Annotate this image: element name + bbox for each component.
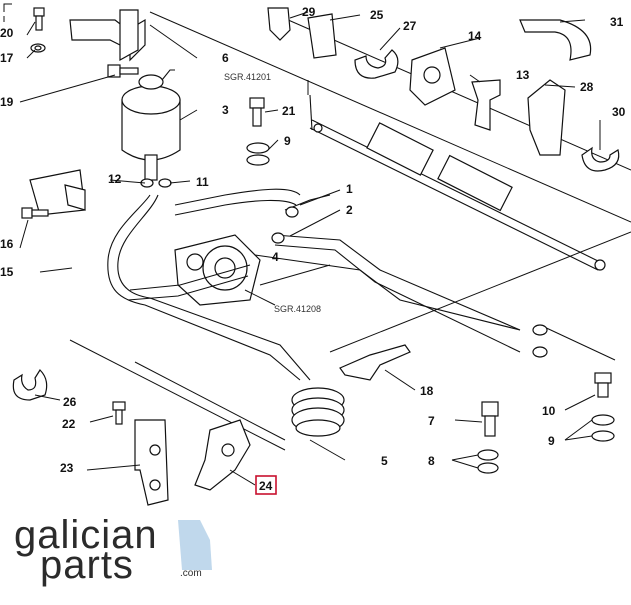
bracket-23 xyxy=(134,419,169,506)
callout-2: 2 xyxy=(346,203,353,217)
washers-8 xyxy=(477,449,499,474)
callout-19: 19 xyxy=(0,95,14,109)
callout-12: 12 xyxy=(108,172,122,186)
callout-3: 3 xyxy=(222,103,229,117)
callout-8: 8 xyxy=(428,454,435,468)
banjo-bolt-7 xyxy=(481,401,499,437)
fitting-10 xyxy=(594,372,612,398)
pipe-end-fittings xyxy=(532,324,548,358)
cooler-coil-5 xyxy=(291,387,345,437)
reference-sgr-41208: SGR.41208 xyxy=(274,304,321,314)
callout-15: 15 xyxy=(0,265,14,279)
washer-17 xyxy=(30,43,46,53)
callout-11: 11 xyxy=(196,175,209,189)
bolt-22 xyxy=(112,401,126,425)
clip-25 xyxy=(307,13,337,59)
pump-assembly xyxy=(174,234,261,306)
logo-line-1: galician xyxy=(14,513,158,557)
clip-27 xyxy=(354,49,399,79)
hose-1 xyxy=(284,194,331,218)
callout-29: 29 xyxy=(302,5,316,19)
washer-9-right xyxy=(591,414,615,442)
callout-31: 31 xyxy=(610,15,624,29)
callout-23: 23 xyxy=(60,461,74,475)
fitting-2 xyxy=(271,232,285,244)
bracket-13 xyxy=(471,79,501,131)
callout-7: 7 xyxy=(428,414,435,428)
callout-9-right: 9 xyxy=(548,434,555,448)
callout-25: 25 xyxy=(370,8,384,22)
clip-26 xyxy=(12,369,48,401)
callout-20: 20 xyxy=(0,26,14,40)
callout-24: 24 xyxy=(259,479,273,493)
callout-26: 26 xyxy=(63,395,77,409)
callout-14: 14 xyxy=(468,29,482,43)
callout-6: 6 xyxy=(222,51,229,65)
bracket-15 xyxy=(29,169,86,216)
bolt-16 xyxy=(21,207,49,219)
pipe-network xyxy=(107,188,521,381)
callout-1: 1 xyxy=(346,182,353,196)
callout-21: 21 xyxy=(282,104,296,118)
bolt-19 xyxy=(107,64,139,78)
clamp-31 xyxy=(519,19,592,61)
callout-10: 10 xyxy=(542,404,556,418)
logo-line-2: parts xyxy=(40,543,134,587)
bracket-6 xyxy=(69,9,146,62)
valve-14 xyxy=(409,47,456,106)
washer-9-left xyxy=(246,142,270,166)
bolt-20 xyxy=(33,7,45,31)
bracket-18 xyxy=(339,344,411,381)
callout-labels: 1 2 3 4 5 6 7 8 9 9 10 11 12 13 14 15 16… xyxy=(0,5,626,493)
callout-9-left: 9 xyxy=(284,134,291,148)
callout-16: 16 xyxy=(0,237,14,251)
bolt-21 xyxy=(249,97,265,127)
logo-map-icon xyxy=(178,520,212,570)
clip-30 xyxy=(581,146,620,172)
leader-lines xyxy=(19,11,601,486)
clip-29 xyxy=(267,7,291,41)
steering-rack xyxy=(309,94,606,271)
shield-28 xyxy=(527,79,566,156)
callout-30: 30 xyxy=(612,105,626,119)
highlight-box[interactable] xyxy=(255,475,277,495)
callout-18: 18 xyxy=(420,384,434,398)
bracket-24 xyxy=(194,419,251,491)
callout-27: 27 xyxy=(403,19,417,33)
callout-13: 13 xyxy=(516,68,530,82)
callout-17: 17 xyxy=(0,51,14,65)
reference-sgr-41201: SGR.41201 xyxy=(224,72,271,82)
callout-22: 22 xyxy=(62,417,76,431)
callout-5: 5 xyxy=(381,454,388,468)
corner-mark-icon xyxy=(3,3,12,22)
callout-28: 28 xyxy=(580,80,594,94)
brand-logo: galician parts .com xyxy=(14,513,212,587)
clamp-11 xyxy=(158,178,172,188)
logo-tld: .com xyxy=(180,568,202,579)
reservoir-3 xyxy=(121,69,181,181)
callout-4: 4 xyxy=(272,250,279,264)
